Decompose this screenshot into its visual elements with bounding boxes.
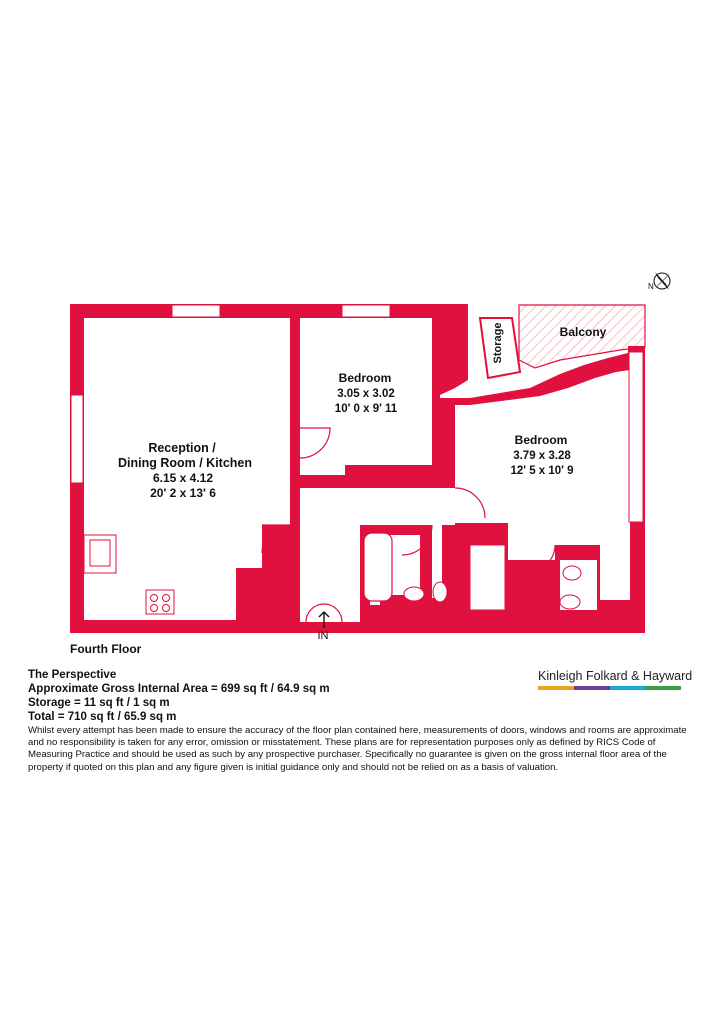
- shower-tray: [469, 544, 506, 611]
- kitchen-sink: [89, 539, 111, 567]
- property-name: The Perspective: [28, 669, 117, 681]
- storage-cupboard: [478, 317, 522, 380]
- door-swing: [454, 487, 486, 519]
- balcony-area: [518, 304, 646, 369]
- brand-bar-segment: [645, 686, 681, 690]
- floor-label: Fourth Floor: [70, 642, 142, 656]
- bedroom2-dims-metric: 3.79 x 3.28: [513, 450, 571, 462]
- reception-dims-imperial: 20' 2 x 13' 6: [150, 486, 216, 500]
- ensuite-basin: [562, 565, 582, 581]
- bedroom2-label: Bedroom: [515, 433, 568, 447]
- door-swing: [299, 427, 331, 459]
- hob-ring: [150, 594, 158, 602]
- total-area: Total = 710 sq ft / 65.9 sq m: [28, 711, 177, 723]
- window: [341, 304, 391, 318]
- basin: [403, 586, 425, 602]
- door-swing: [528, 544, 556, 572]
- compass-icon: N: [648, 272, 671, 291]
- brand-color-bar: [538, 686, 681, 690]
- reception-dims-metric: 6.15 x 4.12: [153, 471, 213, 485]
- property-info: The Perspective Approximate Gross Intern…: [28, 668, 690, 774]
- brand-bar-segment: [538, 686, 574, 690]
- reception-label-line1: Reception /: [148, 441, 216, 455]
- hob: [145, 589, 175, 615]
- balcony-label: Balcony: [560, 325, 607, 339]
- gross-area: Approximate Gross Internal Area = 699 sq…: [28, 683, 330, 695]
- compass-north-label: N: [648, 282, 654, 291]
- hob-ring: [162, 594, 170, 602]
- window: [171, 304, 221, 318]
- entrance-label: IN: [318, 630, 329, 642]
- storage-area: Storage = 11 sq ft / 1 sq m: [28, 697, 170, 709]
- brand-logo: Kinleigh Folkard & Hayward: [538, 669, 693, 690]
- bedroom1-label: Bedroom: [339, 371, 392, 385]
- window: [70, 394, 84, 484]
- entrance-door-swing: [305, 603, 343, 623]
- bedroom1-dims-metric: 3.05 x 3.02: [337, 388, 395, 400]
- brand-bar-segment: [609, 686, 646, 690]
- bedroom2-dims-imperial: 12' 5 x 10' 9: [510, 465, 573, 477]
- bathtub: [363, 532, 393, 602]
- storage-label: Storage: [492, 323, 504, 364]
- bedroom1-dims-imperial: 10' 0 x 9' 11: [335, 403, 398, 415]
- entrance-arrow: [318, 611, 330, 628]
- disclaimer: Whilst every attempt has been made to en…: [28, 725, 687, 773]
- door-swing: [261, 524, 291, 554]
- brand-name: Kinleigh Folkard & Hayward: [538, 669, 693, 683]
- window: [628, 351, 644, 523]
- brand-bar-segment: [573, 686, 610, 690]
- door-swing: [401, 524, 433, 556]
- ensuite-toilet: [559, 594, 581, 610]
- toilet: [432, 581, 448, 603]
- reception-label-line2: Dining Room / Kitchen: [118, 456, 252, 470]
- exterior-walls: [70, 304, 645, 633]
- hob-ring: [162, 604, 170, 612]
- hob-ring: [150, 604, 158, 612]
